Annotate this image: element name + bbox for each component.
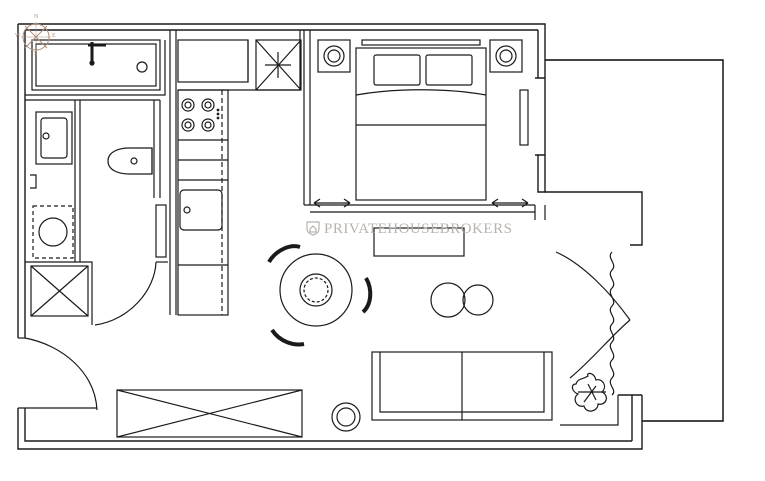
compass-label-s: S — [34, 51, 38, 57]
sliding-arrow-left — [313, 198, 351, 208]
coffee-tables — [430, 282, 494, 318]
kitchen-sink — [179, 189, 223, 231]
bathroom-door-swing — [94, 261, 157, 326]
pillow-right — [425, 54, 473, 86]
bed — [313, 39, 529, 257]
watermark: PRIVATEHOUSEBROKERS — [306, 220, 512, 238]
sliding-arrow-right — [491, 198, 529, 208]
balcony — [545, 59, 724, 422]
curtain — [609, 251, 615, 396]
entrance-door — [18, 337, 98, 411]
compass-label-w: W — [15, 33, 21, 39]
bathroom — [25, 39, 168, 326]
toilet — [107, 147, 153, 175]
dining-table — [267, 244, 373, 347]
floor-lamp — [331, 402, 361, 432]
wardrobe — [30, 265, 89, 317]
compass-rose-icon: N E S W — [15, 14, 56, 57]
compass-label-n: N — [34, 14, 39, 20]
tv-cabinet — [116, 389, 303, 438]
fridge — [177, 39, 249, 83]
kitchen — [169, 30, 301, 316]
faucet-icon — [88, 42, 106, 62]
ventilation-shaft — [255, 39, 302, 91]
plant-icon — [571, 372, 607, 412]
watermark-text: PRIVATEHOUSEBROKERS — [324, 221, 513, 237]
house-shield-logo — [306, 221, 320, 236]
nightstand-right — [489, 39, 523, 73]
balcony-door — [555, 251, 631, 426]
shower-tray — [32, 205, 74, 259]
bathtub — [31, 39, 161, 91]
sofa — [371, 351, 553, 421]
compass-label-e: E — [52, 33, 56, 39]
pillow-left — [373, 54, 421, 86]
stove-icon — [181, 98, 220, 132]
washbasin — [35, 111, 73, 165]
bedroom-partition — [303, 30, 546, 220]
nightstand-left — [317, 39, 351, 73]
